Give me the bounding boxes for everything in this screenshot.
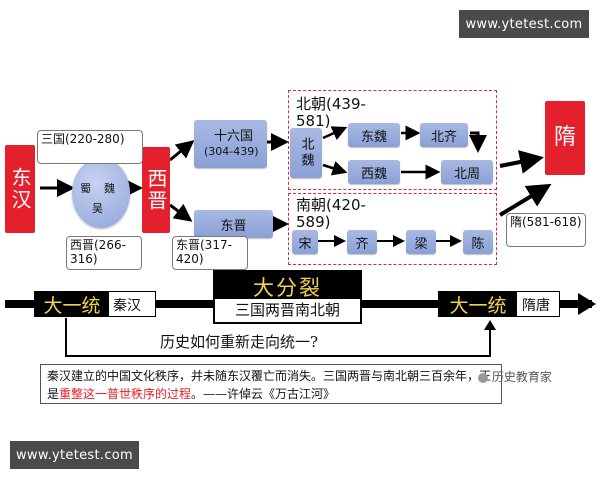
node-dongjin: 东晋 <box>194 210 273 238</box>
quote-part1: 秦汉建立的中国文化秩序，并未随东汉覆亡而消失。三国两晋与南北朝三百余年，正是 <box>47 369 492 401</box>
sanguo-shu: 蜀 <box>80 182 91 195</box>
node-dongwei: 东魏 <box>348 123 400 147</box>
timeline-right: 大一统 隋唐 <box>438 291 560 317</box>
arrow-beiqi-beizhou <box>469 131 487 153</box>
label-dongjin: 东晋(317-420) <box>172 236 248 270</box>
quote-part2: 。——许倬云《万古江河》 <box>191 387 336 401</box>
nanchao-group <box>288 193 497 265</box>
node-xijin: 西晋 <box>142 147 170 233</box>
middle-text: 三国两晋南北朝 <box>215 299 360 322</box>
node-qi: 齐 <box>347 230 377 254</box>
watermark-top: www.ytetest.com <box>459 10 589 38</box>
arrow-beiwei-xiwei <box>322 161 348 176</box>
label-xijin: 西晋(266-316) <box>66 236 142 270</box>
shiliuguo-label: 十六国 <box>214 129 254 144</box>
node-chen: 陈 <box>463 230 493 254</box>
quote-highlight: 重整这一普世秩序的过程 <box>59 387 192 401</box>
arrow-north-sui <box>499 150 544 174</box>
left-text: 秦汉 <box>113 298 141 314</box>
node-liang: 梁 <box>406 230 436 254</box>
beichao-group <box>288 90 497 190</box>
question-text: 历史如何重新走向统一? <box>160 333 319 351</box>
right-banner: 大一统 <box>439 292 517 317</box>
node-shiliuguo: 十六国 (304-439) <box>194 120 267 168</box>
left-banner: 大一统 <box>35 292 109 317</box>
arrow-beiwei-dongwei <box>322 126 348 141</box>
node-beizhou: 北周 <box>441 160 493 184</box>
node-beiqi: 北齐 <box>420 123 468 147</box>
middle-banner: 大分裂 <box>253 276 322 300</box>
timeline-middle: 大分裂 三国两晋南北朝 <box>213 270 362 324</box>
sanguo-wu: 吴 <box>92 202 103 215</box>
node-song: 宋 <box>292 230 318 254</box>
inline-watermark: 历史教育家 <box>478 368 588 385</box>
arrow-xijin-dongjin <box>169 203 193 222</box>
label-sui: 隋(581-618) <box>506 213 586 247</box>
arrow-south-sui <box>498 183 552 217</box>
node-donghan: 东汉 <box>5 145 35 233</box>
right-text: 隋唐 <box>522 298 550 314</box>
label-beichao: 北朝(439-581) <box>296 95 366 130</box>
watermark-bottom: www.ytetest.com <box>10 441 139 469</box>
label-sanguo: 三国(220-280) <box>37 130 143 164</box>
sanguo-circle: 蜀 魏 吴 <box>72 158 130 228</box>
wechat-icon <box>478 372 488 383</box>
quote-box: 秦汉建立的中国文化秩序，并未随东汉覆亡而消失。三国两晋与南北朝三百余年，正是重整… <box>40 364 502 404</box>
node-beiwei: 北魏 <box>290 128 322 178</box>
sanguo-wei: 魏 <box>104 182 115 195</box>
label-nanchao: 南朝(420-589) <box>296 196 366 231</box>
node-xiwei: 西魏 <box>348 160 400 184</box>
node-sui: 隋 <box>545 101 585 175</box>
shiliuguo-years: (304-439) <box>204 145 259 158</box>
timeline-left: 大一统 秦汉 <box>34 291 156 317</box>
arrow-xijin-shiliuguo <box>169 140 195 162</box>
